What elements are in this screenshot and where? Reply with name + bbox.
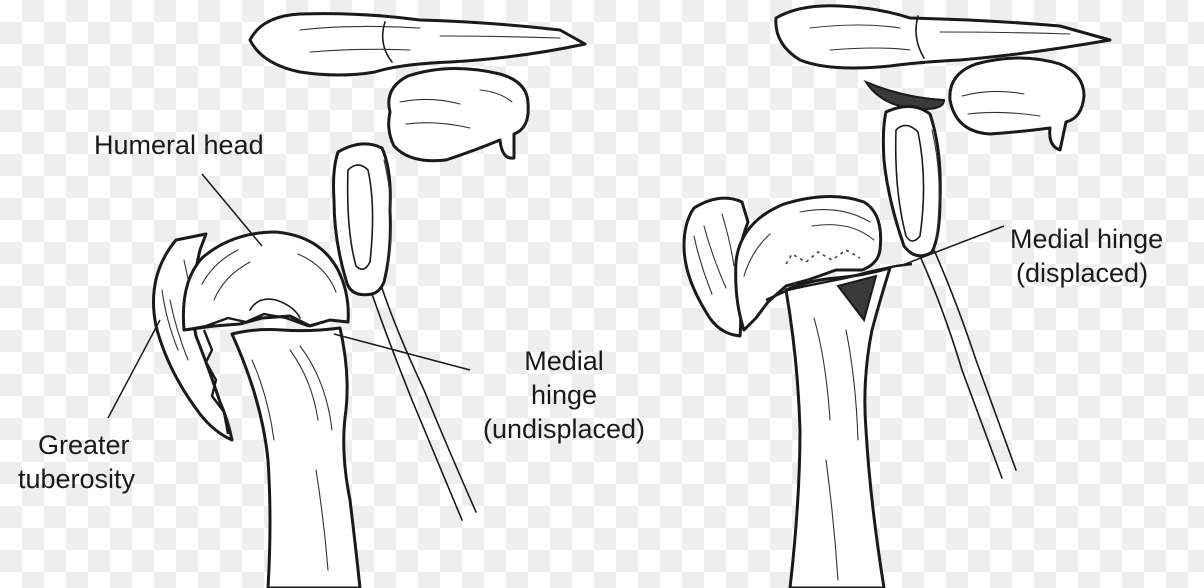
right-glenoid bbox=[883, 106, 940, 255]
label-line-tuberosity: tuberosity bbox=[18, 462, 135, 496]
right-shoulder-drawing bbox=[684, 6, 1110, 588]
label-line-medial-hinge: Medial hinge bbox=[1010, 222, 1163, 256]
leader-humeral-head bbox=[202, 174, 262, 246]
right-scapula-border bbox=[934, 250, 1016, 470]
left-acromion bbox=[389, 68, 529, 160]
left-humeral-shaft bbox=[232, 328, 360, 588]
right-humeral-shaft bbox=[786, 268, 890, 588]
label-line-medial: Medial bbox=[454, 344, 674, 378]
right-clavicle bbox=[776, 6, 1110, 68]
label-humeral-head: Humeral head bbox=[94, 128, 264, 162]
label-medial-hinge-undisplaced: Medial hinge (undisplaced) bbox=[454, 344, 674, 446]
label-greater-tuberosity: Greater tuberosity bbox=[18, 428, 135, 496]
left-shoulder-drawing bbox=[154, 14, 586, 588]
label-line-undisplaced: (undisplaced) bbox=[454, 412, 674, 446]
label-line-displaced: (displaced) bbox=[1010, 256, 1163, 290]
label-line-hinge: hinge bbox=[454, 378, 674, 412]
leader-greater-tuberosity bbox=[108, 320, 160, 418]
label-line-greater: Greater bbox=[18, 428, 135, 462]
right-acromion bbox=[950, 58, 1084, 150]
label-medial-hinge-displaced: Medial hinge (displaced) bbox=[1010, 222, 1163, 290]
left-clavicle bbox=[250, 14, 585, 75]
